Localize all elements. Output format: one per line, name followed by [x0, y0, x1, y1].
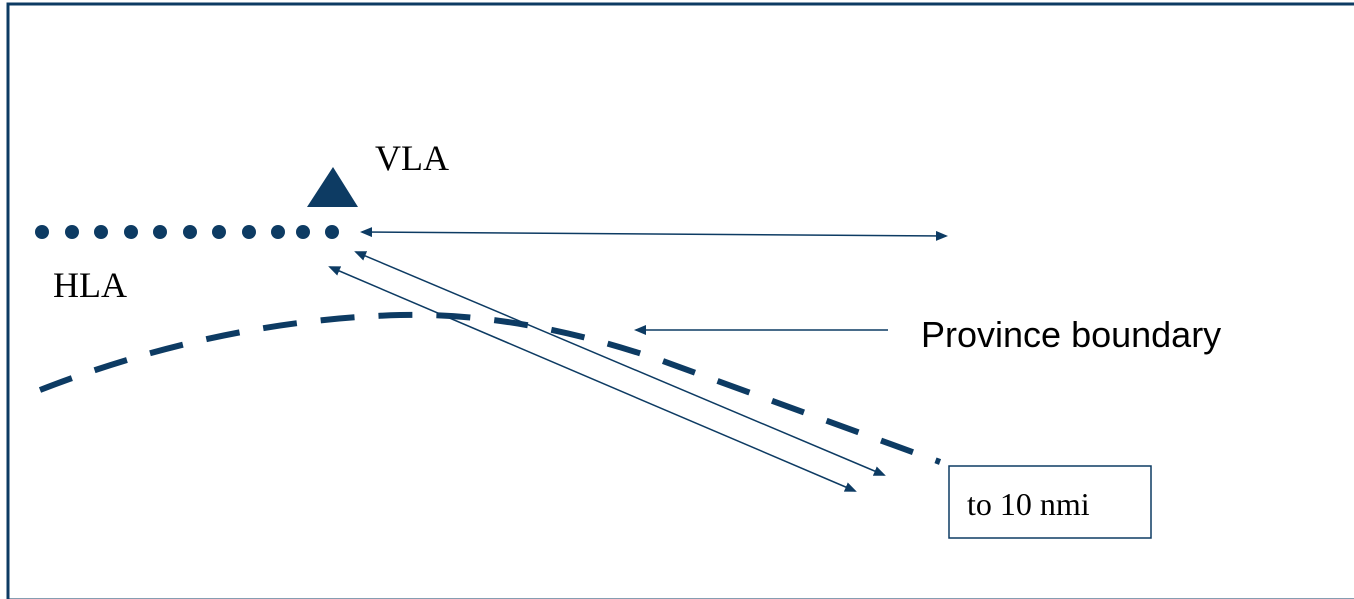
hla-dotted-line	[35, 225, 339, 239]
diagonal-range-arrow-upper	[354, 251, 886, 476]
diagram-frame	[6, 2, 1354, 599]
province-boundary-line	[38, 311, 942, 465]
distance-note-label: to 10 nmi	[967, 486, 1090, 522]
triangle-icon	[307, 167, 358, 207]
diagonal-range-arrow-lower	[328, 266, 857, 492]
hla-label: HLA	[53, 265, 127, 305]
horizontal-range-arrow	[360, 227, 948, 241]
vla-label: VLA	[375, 138, 449, 178]
distance-note-box	[948, 465, 1152, 539]
province-boundary-label: Province boundary	[921, 314, 1221, 355]
